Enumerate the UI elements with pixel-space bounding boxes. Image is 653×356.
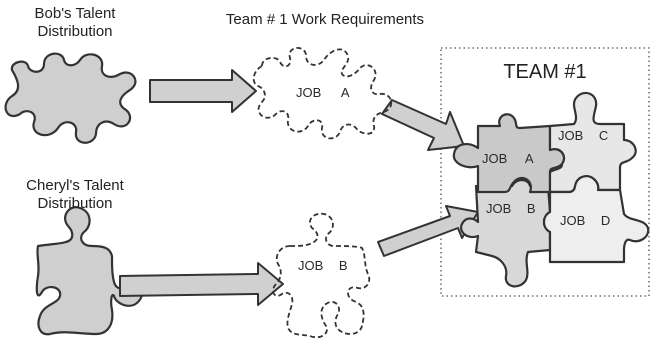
job-a-outline-word: JOB xyxy=(296,85,322,100)
team-job-b-word: JOB xyxy=(486,201,512,216)
bob-talent-piece xyxy=(4,52,137,144)
team-job-a-word: JOB xyxy=(482,151,508,166)
bob-talent-label: Bob's Talent Distribution xyxy=(2,5,148,41)
team-job-b-label: JOB B xyxy=(486,201,536,216)
bob-talent-label-line2: Distribution xyxy=(37,23,113,40)
cheryl-talent-label-line2: Distribution xyxy=(37,195,113,212)
cheryl-talent-label-line1: Cheryl's Talent xyxy=(26,177,124,194)
team-job-c-piece xyxy=(548,91,637,194)
job-b-outline-word: JOB xyxy=(298,258,324,273)
job-b-outline-letter: B xyxy=(338,258,348,273)
team-job-d-letter: D xyxy=(600,213,611,228)
team-job-b-letter: B xyxy=(526,201,536,216)
requirements-label: Team # 1 Work Requirements xyxy=(225,11,425,28)
team-job-a-letter: A xyxy=(524,151,534,166)
job-a-outline-label: JOB A xyxy=(296,85,350,100)
job-b-outline-label: JOB B xyxy=(298,258,348,273)
arrow-bob-to-job-a xyxy=(149,69,257,113)
team-job-b-piece xyxy=(460,178,552,288)
team-job-d-piece xyxy=(542,175,650,264)
arrow-job-a-to-team xyxy=(381,99,465,151)
cheryl-talent-piece xyxy=(35,206,144,336)
team-job-c-label: JOB C xyxy=(558,128,608,143)
team-job-d-label: JOB D xyxy=(560,213,610,228)
team-job-a-label: JOB A xyxy=(482,151,534,166)
job-b-outline-piece xyxy=(272,212,371,339)
team-frame xyxy=(440,47,650,297)
team-job-d-word: JOB xyxy=(560,213,586,228)
bob-talent-label-line1: Bob's Talent xyxy=(34,5,116,22)
job-a-outline-letter: A xyxy=(340,85,350,100)
job-a-outline-piece xyxy=(252,47,393,140)
arrow-cheryl-to-job-b xyxy=(119,262,284,306)
team-title: TEAM #1 xyxy=(503,61,587,83)
team-job-c-word: JOB xyxy=(558,128,584,143)
cheryl-talent-label: Cheryl's Talent Distribution xyxy=(0,177,150,213)
team-job-c-letter: C xyxy=(598,128,609,143)
